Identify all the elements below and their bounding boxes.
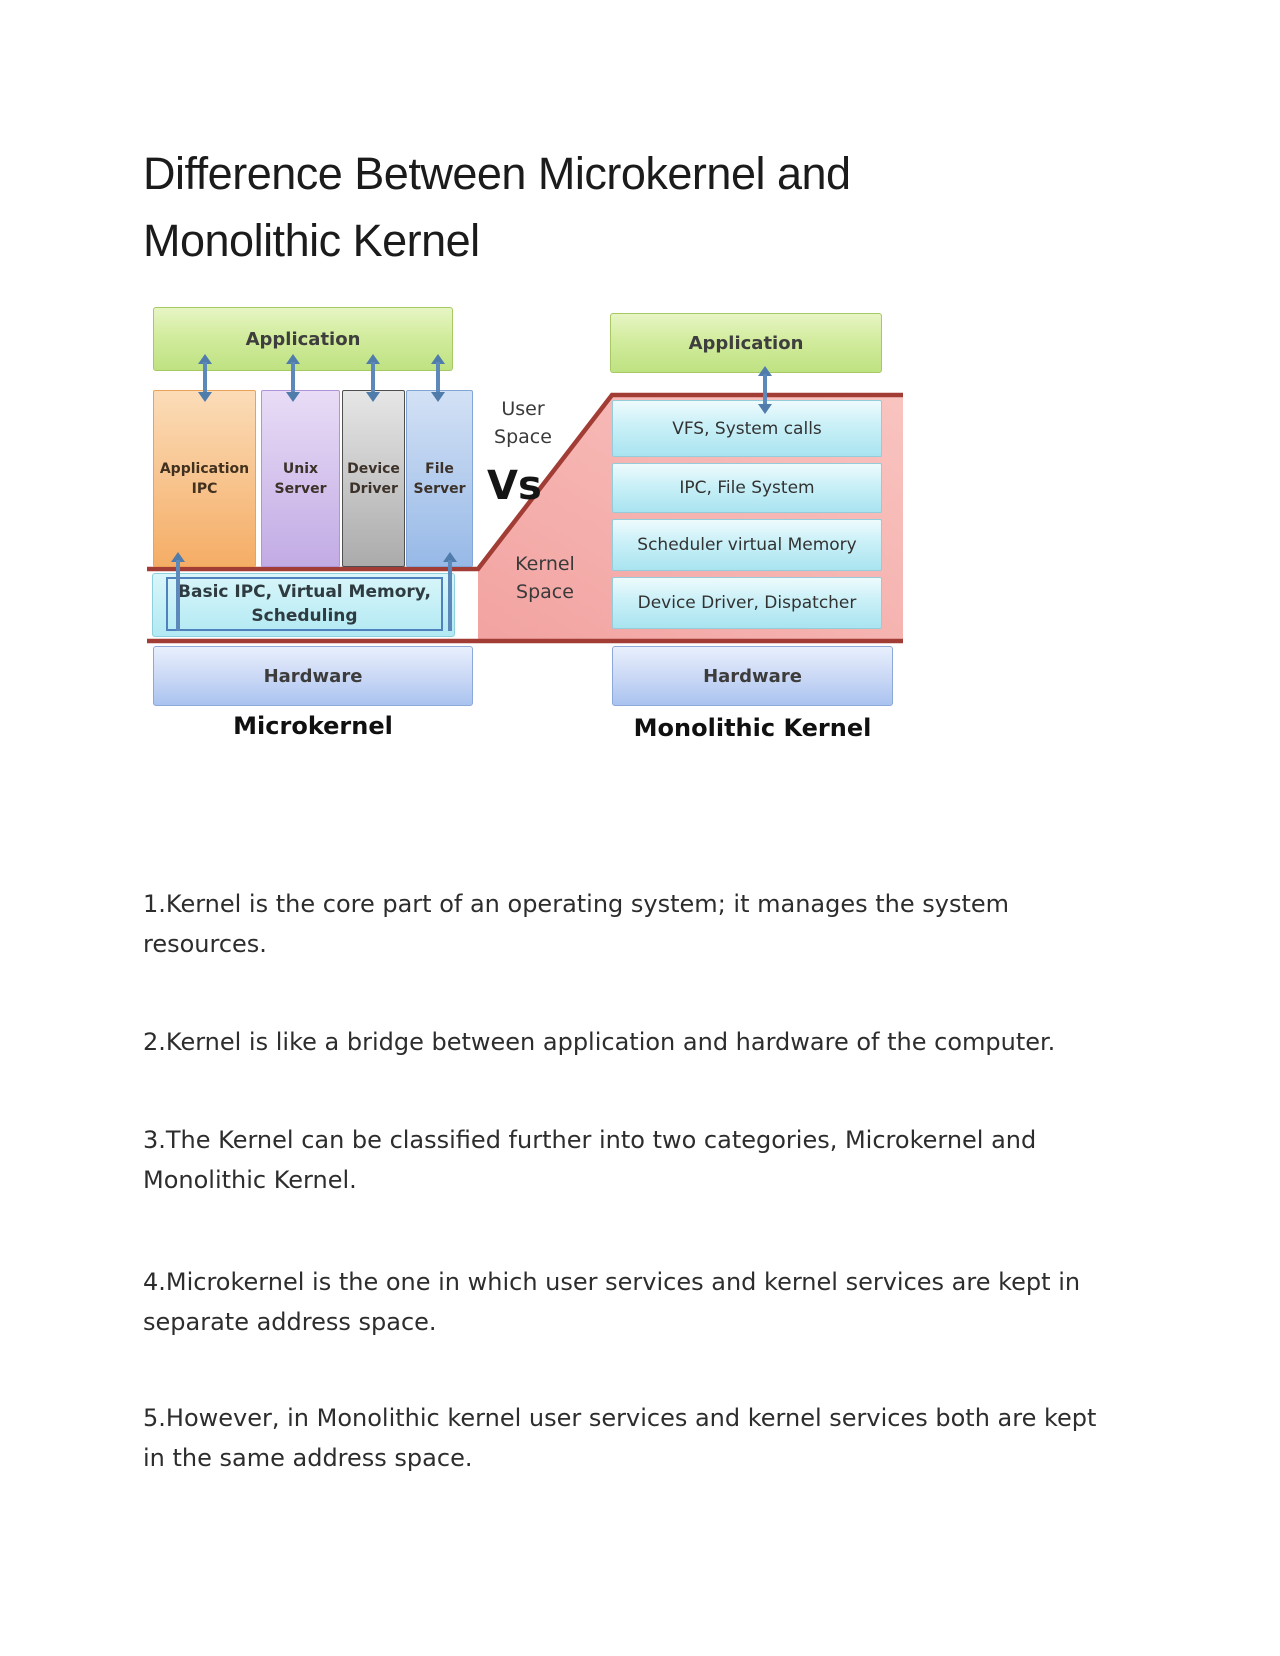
arrow-head-down-icon — [286, 392, 300, 402]
monolithic-hardware-box: Hardware — [612, 646, 893, 706]
arrow-head-up-icon — [758, 366, 772, 376]
basic-ipc-inner-frame: Basic IPC, Virtual Memory, Scheduling — [166, 577, 443, 631]
arrow-head-up-icon — [431, 354, 445, 364]
layer-label: IPC, File System — [679, 478, 815, 498]
vfs-system-calls-box: VFS, System calls — [612, 400, 882, 457]
vs-label: Vs — [487, 463, 542, 509]
hardware-label: Hardware — [703, 665, 802, 687]
arrow-head-up-icon — [443, 552, 457, 562]
red-separator-top — [147, 392, 903, 572]
body-line: separate address space. — [143, 1308, 437, 1336]
box-label: Unix — [282, 460, 319, 477]
box-label: Server — [274, 480, 327, 497]
arrow-head-down-icon — [431, 392, 445, 402]
arrow-head-down-icon — [366, 392, 380, 402]
monolithic-application-label: Application — [688, 332, 804, 354]
up-arrow-icon — [443, 552, 457, 631]
body-line: resources. — [143, 930, 267, 958]
user-space-line2: Space — [494, 426, 552, 448]
body-line: 5.However, in Monolithic kernel user ser… — [143, 1404, 1097, 1432]
layer-label: Scheduler virtual Memory — [637, 535, 857, 555]
body-paragraph-5: 5.However, in Monolithic kernel user ser… — [143, 1398, 1096, 1478]
basic-ipc-box — [152, 573, 455, 637]
arrow-head-up-icon — [286, 354, 300, 364]
body-line: Monolithic Kernel. — [143, 1166, 357, 1194]
unix-server-box: Unix Server — [261, 390, 340, 567]
arrow-head-down-icon — [198, 392, 212, 402]
user-space-label: User Space — [468, 395, 578, 451]
box-label: File — [425, 460, 454, 477]
arrow-stem — [763, 374, 767, 406]
ipc-file-system-box: IPC, File System — [612, 463, 882, 513]
box-label: Application — [159, 460, 250, 477]
body-paragraph-4: 4.Microkernel is the one in which user s… — [143, 1262, 1080, 1342]
user-space-line1: User — [501, 398, 545, 420]
monolithic-application-box: Application — [610, 313, 882, 373]
page-title: Difference Between Microkernel and Monol… — [143, 140, 851, 274]
double-arrow-icon — [366, 354, 380, 402]
double-arrow-icon — [431, 354, 445, 402]
body-paragraph-2: 2.Kernel is like a bridge between applic… — [143, 1022, 1055, 1062]
microkernel-application-label: Application — [245, 328, 361, 350]
arrow-head-up-icon — [366, 354, 380, 364]
file-server-box: File Server — [406, 390, 473, 567]
up-arrow-icon — [171, 552, 185, 631]
device-driver-box: Device Driver — [342, 390, 405, 567]
hardware-label: Hardware — [263, 665, 363, 687]
box-label: Server — [413, 480, 466, 497]
arrow-stem — [291, 362, 295, 394]
box-label: IPC — [191, 480, 218, 497]
arrow-stem — [203, 362, 207, 394]
layer-label: VFS, System calls — [672, 418, 822, 439]
kernel-comparison-diagram: Application Application IPC Unix Server — [0, 0, 1280, 780]
arrow-stem — [176, 560, 180, 631]
double-arrow-icon — [198, 354, 212, 402]
arrow-stem — [448, 560, 452, 631]
microkernel-application-box: Application — [153, 307, 453, 371]
microkernel-caption: Microkernel — [233, 712, 393, 740]
arrow-head-down-icon — [758, 404, 772, 414]
basic-ipc-label-line2: Scheduling — [251, 606, 358, 626]
box-label: Driver — [349, 480, 398, 497]
basic-ipc-label-line1: Basic IPC, Virtual Memory, — [178, 582, 431, 602]
layer-label: Device Driver, Dispatcher — [637, 593, 857, 613]
device-driver-dispatcher-box: Device Driver, Dispatcher — [612, 577, 882, 629]
application-ipc-box: Application IPC — [153, 390, 256, 567]
double-arrow-icon — [758, 366, 772, 414]
microkernel-hardware-box: Hardware — [153, 646, 473, 706]
body-paragraph-3: 3.The Kernel can be classified further i… — [143, 1120, 1036, 1200]
scheduler-virtual-memory-box: Scheduler virtual Memory — [612, 519, 882, 571]
arrow-stem — [436, 362, 440, 394]
arrow-stem — [371, 362, 375, 394]
box-label: Device — [347, 460, 400, 477]
body-line: 4.Microkernel is the one in which user s… — [143, 1268, 1081, 1296]
page-title-line1: Difference Between Microkernel and — [143, 148, 851, 199]
body-line: in the same address space. — [143, 1444, 473, 1472]
monolithic-caption: Monolithic Kernel — [633, 714, 872, 742]
body-line: 1.Kernel is the core part of an operatin… — [143, 890, 1010, 918]
body-paragraph-1: 1.Kernel is the core part of an operatin… — [143, 884, 1009, 964]
kernel-space-label: Kernel Space — [490, 550, 600, 606]
body-line: 3.The Kernel can be classified further i… — [143, 1126, 1037, 1154]
double-arrow-icon — [286, 354, 300, 402]
page-title-line2: Monolithic Kernel — [143, 215, 480, 266]
arrow-head-up-icon — [198, 354, 212, 364]
arrow-head-up-icon — [171, 552, 185, 562]
kernel-space-line1: Kernel — [515, 553, 575, 575]
kernel-space-line2: Space — [516, 581, 574, 603]
body-line: 2.Kernel is like a bridge between applic… — [143, 1028, 1056, 1056]
